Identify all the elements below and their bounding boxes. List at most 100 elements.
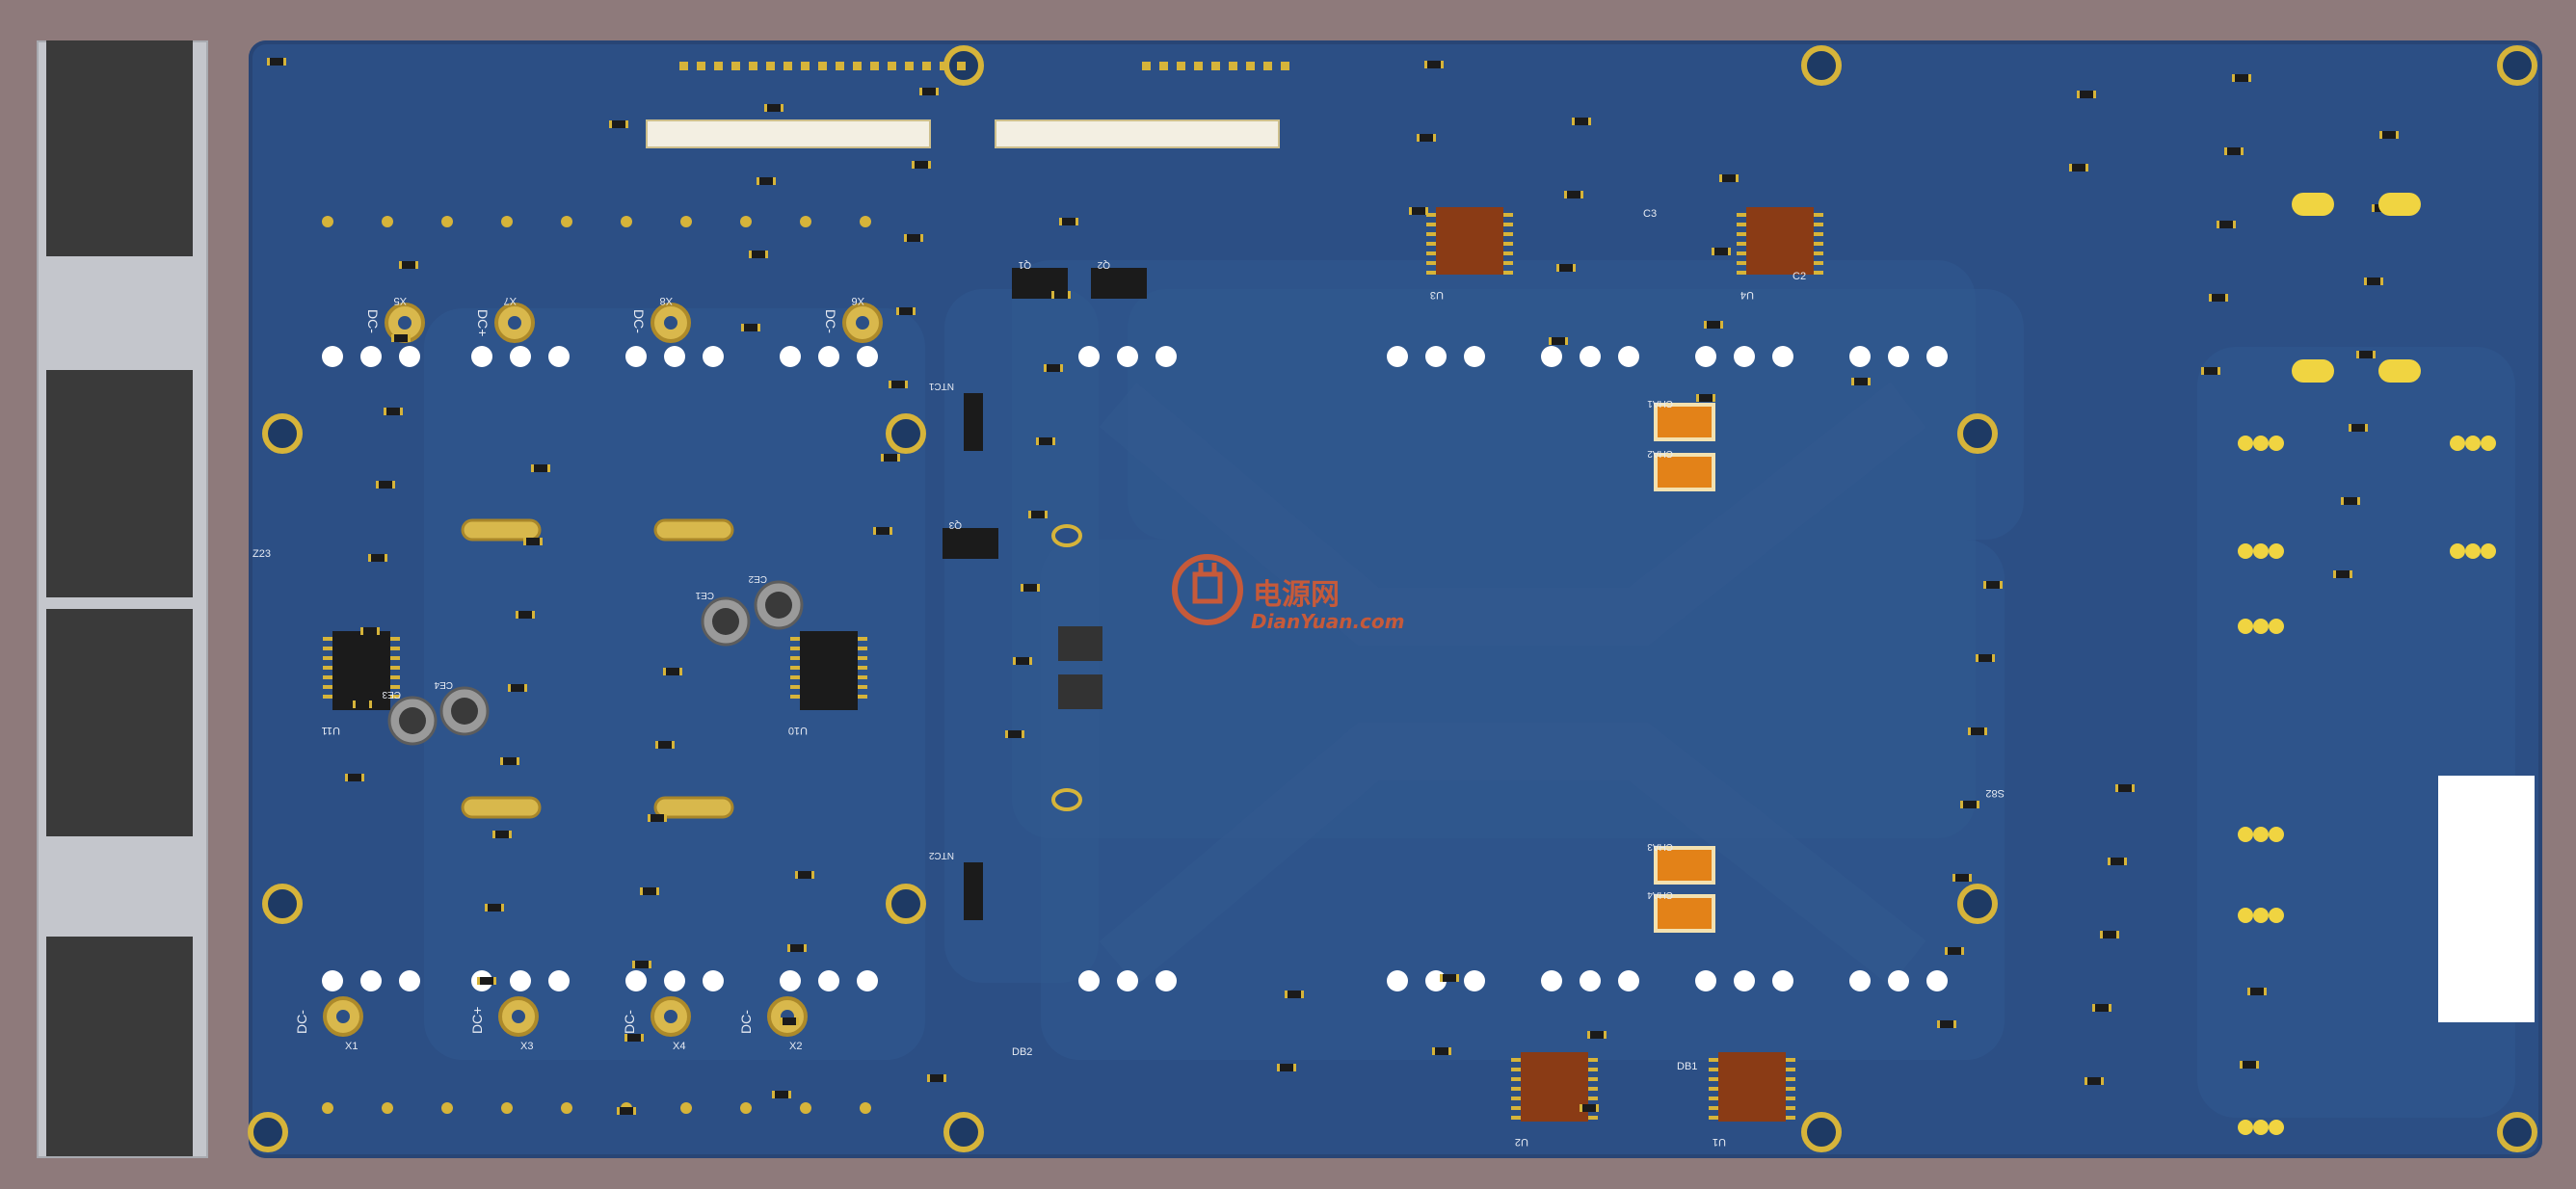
smd-pad [2093,91,2096,98]
test-pad [1464,346,1485,367]
smd-passive [2235,74,2248,82]
mosfet-label: Q3 [948,519,962,530]
smd-pad [928,161,931,169]
smd-passive [1722,174,1736,182]
smd-pad [485,904,488,912]
terminal-hole [336,1010,350,1023]
via [501,216,513,227]
ic-u11 [332,631,390,710]
terminal-hole [664,1010,677,1023]
ic-ref-label: U1 [1713,1136,1726,1148]
test-pad [1464,970,1485,991]
ic-lead [1814,223,1823,226]
ic-lead [1426,242,1436,246]
smd-passive [2118,784,2132,792]
smd-pad [2225,294,2228,302]
ic-lead [1511,1077,1521,1081]
ic-lead [1511,1087,1521,1091]
silk-label: C3 [1643,208,1657,220]
smd-pad [385,554,387,562]
smd-pad [741,324,744,331]
smd-passive [1699,394,1713,402]
via [1263,62,1272,70]
terminal-ref-label: X3 [520,1041,533,1052]
smd-pad [392,481,395,489]
smd-passive [635,961,649,968]
smd-pad [547,464,550,472]
test-pad [1117,970,1138,991]
smd-passive [363,627,377,635]
smd-pad [369,700,372,708]
smd-pad [1293,1064,1296,1071]
ic-lead [1814,251,1823,255]
power-pad [2238,908,2253,923]
smd-pad [267,58,270,66]
smd-pad [1977,801,1979,808]
smd-pad [540,538,543,545]
ic-lead [1588,1058,1598,1062]
smd-passive [930,1074,943,1082]
smd-passive [1420,134,1433,142]
power-pad [2292,193,2334,216]
test-pad [1772,346,1793,367]
via [922,62,931,70]
smd-passive [1552,337,1565,345]
smd-pad [788,1091,791,1098]
smd-pad [2240,1061,2243,1069]
smd-pad [517,757,519,765]
power-pad [2269,908,2284,923]
test-pad [1888,970,1909,991]
smd-pad [896,307,899,315]
via [766,62,775,70]
via [853,62,862,70]
via [818,62,827,70]
via [322,1102,333,1114]
cap-label: CE4 [434,679,453,690]
smd-passive [1280,1064,1293,1071]
ic-lead [323,656,332,660]
smd-pad [2233,221,2236,228]
power-pad [2253,1120,2269,1135]
smd-pad [1425,207,1428,215]
smd-pad [2396,131,2399,139]
smd-pad [1005,730,1008,738]
test-pad [818,970,839,991]
test-pad [1926,346,1948,367]
smd-pad [1045,511,1048,518]
smd-pad [2379,131,2382,139]
smd-passive [402,261,415,269]
ic-lead [1709,1106,1718,1110]
via [860,1102,871,1114]
test-pad [1695,346,1716,367]
smd-passive [386,408,400,415]
ic-lead [390,656,400,660]
smd-passive [1963,801,1977,808]
connector-block [46,40,193,256]
connector-block [46,937,193,1156]
test-pad [857,346,878,367]
smd-passive [534,464,547,472]
smd-passive [744,324,757,331]
via [697,62,705,70]
smd-pad [2224,147,2227,155]
smd-pad [2380,277,2383,285]
terminal-net-label: DC- [294,1010,309,1034]
smd-pad [1076,218,1078,225]
test-pad [360,346,382,367]
power-pad [2238,1120,2253,1135]
copper-trace [1099,382,1926,646]
smd-pad [2201,367,2204,375]
ic-lead [1503,271,1513,275]
copper-pour [2197,347,2515,1118]
smd-passive [1707,321,1720,329]
smd-pad [376,481,379,489]
cap-label: CE2 [748,573,767,584]
power-pad [2481,543,2496,559]
mounting-hole [1801,1112,1842,1152]
via [800,1102,811,1114]
via [322,216,333,227]
slot-pad [461,518,542,542]
ic-lead [790,675,800,679]
smd-passive [1714,248,1728,255]
smd-pad [787,944,790,952]
